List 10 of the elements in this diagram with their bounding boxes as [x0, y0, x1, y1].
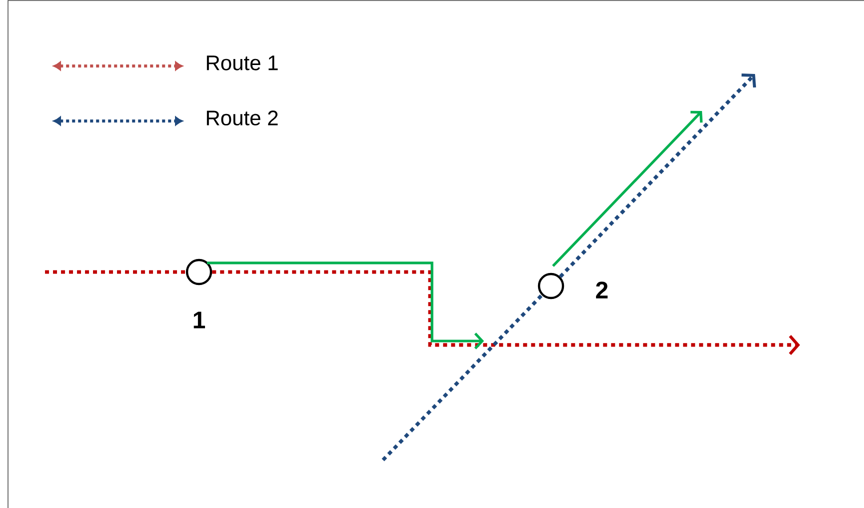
point-number: 1 — [194, 312, 205, 328]
point-number: 2 — [596, 282, 608, 298]
legend-label: Route 2 — [206, 110, 278, 126]
legend-label: Route 1 — [206, 56, 278, 70]
route-arrow — [558, 73, 756, 278]
route-arrow — [207, 262, 484, 350]
circle-marker — [186, 258, 212, 286]
route-arrow — [212, 270, 800, 355]
route-arrow — [552, 110, 703, 267]
circle-marker — [538, 272, 564, 300]
